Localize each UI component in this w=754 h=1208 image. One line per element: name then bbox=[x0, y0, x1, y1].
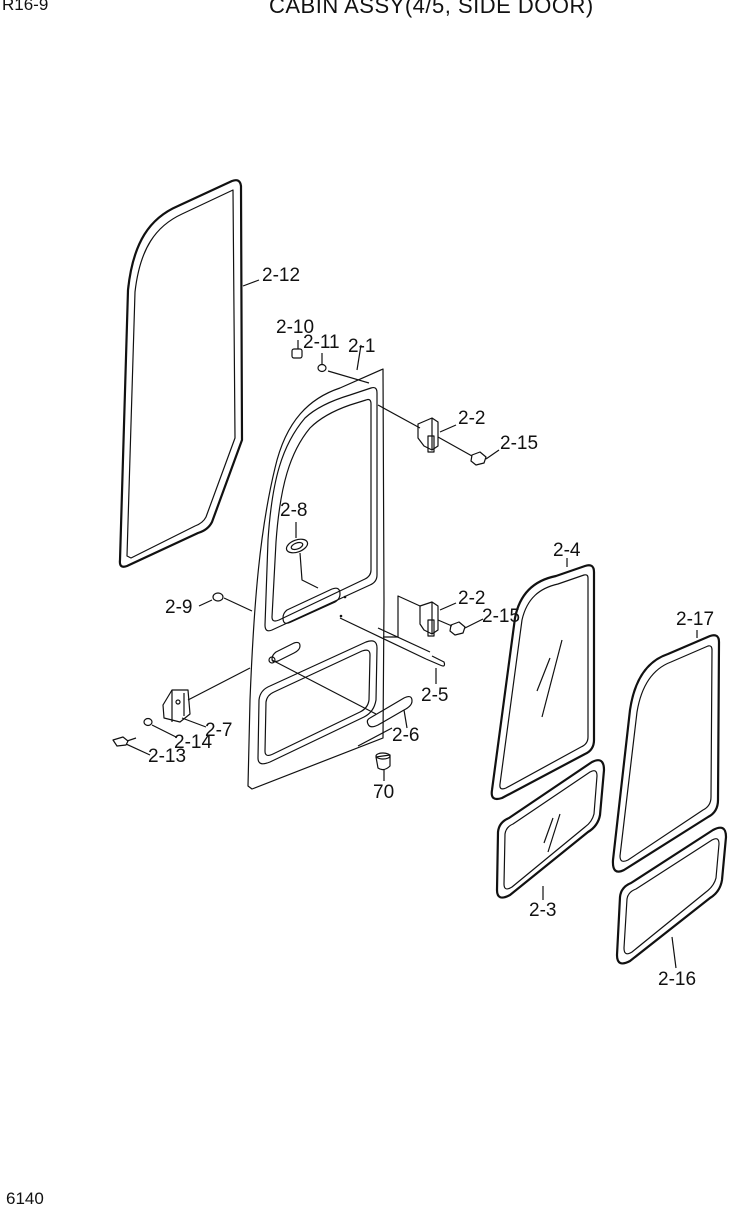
part-2-7-striker bbox=[162, 667, 251, 728]
part-2-8-grommet bbox=[285, 522, 309, 554]
part-70-bumper bbox=[375, 752, 391, 781]
part-2-11-washer bbox=[317, 353, 327, 373]
callout-2-6: 2-6 bbox=[392, 725, 419, 746]
callout-2-15-lower: 2-15 bbox=[482, 606, 520, 627]
part-2-17-upper-seal bbox=[611, 630, 721, 873]
callout-2-3: 2-3 bbox=[529, 900, 556, 921]
page-code: 6140 bbox=[6, 1189, 44, 1208]
callout-2-11: 2-11 bbox=[303, 332, 340, 353]
callout-2-2-lower: 2-2 bbox=[458, 588, 485, 609]
part-2-6-handle bbox=[271, 659, 413, 747]
callout-2-16: 2-16 bbox=[658, 969, 696, 990]
callout-2-2-upper: 2-2 bbox=[458, 408, 485, 429]
callout-2-7: 2-7 bbox=[205, 720, 232, 741]
part-2-9-clip bbox=[198, 592, 253, 612]
callout-2-15-upper: 2-15 bbox=[500, 433, 538, 454]
part-2-14-washer bbox=[143, 717, 177, 738]
part-2-2-lower-hinge bbox=[383, 595, 457, 638]
callout-2-17: 2-17 bbox=[676, 609, 714, 630]
callout-2-13: 2-13 bbox=[148, 746, 186, 767]
callout-70: 70 bbox=[373, 782, 394, 803]
callout-2-10: 2-10 bbox=[276, 317, 314, 338]
part-2-3-lower-glass bbox=[495, 759, 606, 900]
part-2-16-lower-seal bbox=[615, 826, 728, 969]
part-2-4-upper-glass bbox=[490, 558, 596, 801]
part-2-5-rod bbox=[339, 617, 446, 684]
part-2-15-bolt-lower bbox=[449, 618, 484, 636]
callout-2-9: 2-9 bbox=[165, 597, 192, 618]
callout-2-8: 2-8 bbox=[280, 500, 307, 521]
part-2-2-upper-hinge bbox=[377, 404, 473, 457]
callout-2-14: 2-14 bbox=[174, 732, 212, 753]
part-2-10-cap bbox=[291, 340, 303, 359]
part-2-1-door-panel bbox=[247, 344, 385, 790]
callout-2-5: 2-5 bbox=[421, 685, 448, 706]
part-2-15-bolt-upper bbox=[470, 449, 500, 466]
callout-2-12: 2-12 bbox=[262, 265, 300, 286]
callout-2-1: 2-1 bbox=[348, 336, 375, 357]
diagram-title: CABIN ASSY(4/5, SIDE DOOR) bbox=[269, 0, 594, 18]
part-2-13-screw bbox=[112, 736, 151, 756]
part-2-12-window-seal bbox=[118, 179, 260, 568]
diagram-ref-code: R16-9 bbox=[2, 0, 49, 14]
callout-2-4: 2-4 bbox=[553, 540, 581, 561]
